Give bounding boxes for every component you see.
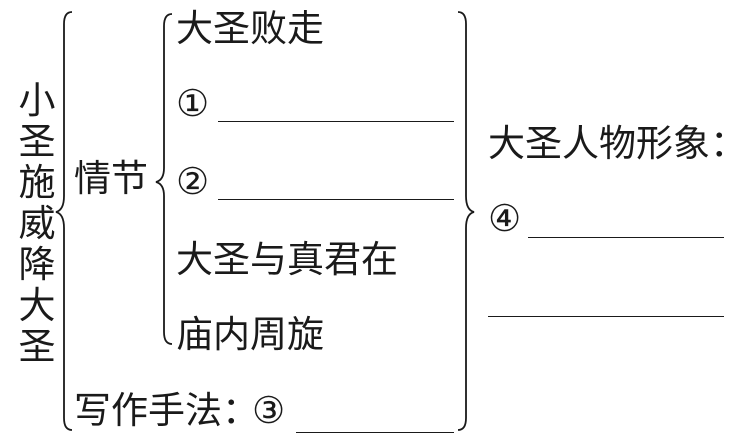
blank-marker-3: ③ xyxy=(252,389,286,432)
diagram-title: 小圣施威降大圣 xyxy=(18,79,56,368)
blank-marker-2: ② xyxy=(176,160,210,203)
plot-label: 情节 xyxy=(74,157,148,200)
character-label: 大圣人物形象： xyxy=(488,122,747,165)
plot-item-4: 大圣与真君在 xyxy=(176,238,398,281)
answer-blank-4b[interactable] xyxy=(488,316,724,317)
answer-blank-3[interactable] xyxy=(296,432,454,433)
plot-item-1: 大圣败走 xyxy=(176,7,324,50)
answer-blank-2[interactable] xyxy=(218,199,454,200)
blank-marker-4: ④ xyxy=(488,197,522,240)
blank-marker-1: ① xyxy=(176,82,210,125)
answer-blank-4a[interactable] xyxy=(528,237,724,238)
outer-left-brace xyxy=(55,11,73,431)
plot-left-brace xyxy=(155,13,173,345)
technique-label: 写作手法： xyxy=(74,389,259,432)
right-brace xyxy=(457,11,475,431)
plot-item-5: 庙内周旋 xyxy=(176,313,324,356)
answer-blank-1[interactable] xyxy=(218,121,454,122)
